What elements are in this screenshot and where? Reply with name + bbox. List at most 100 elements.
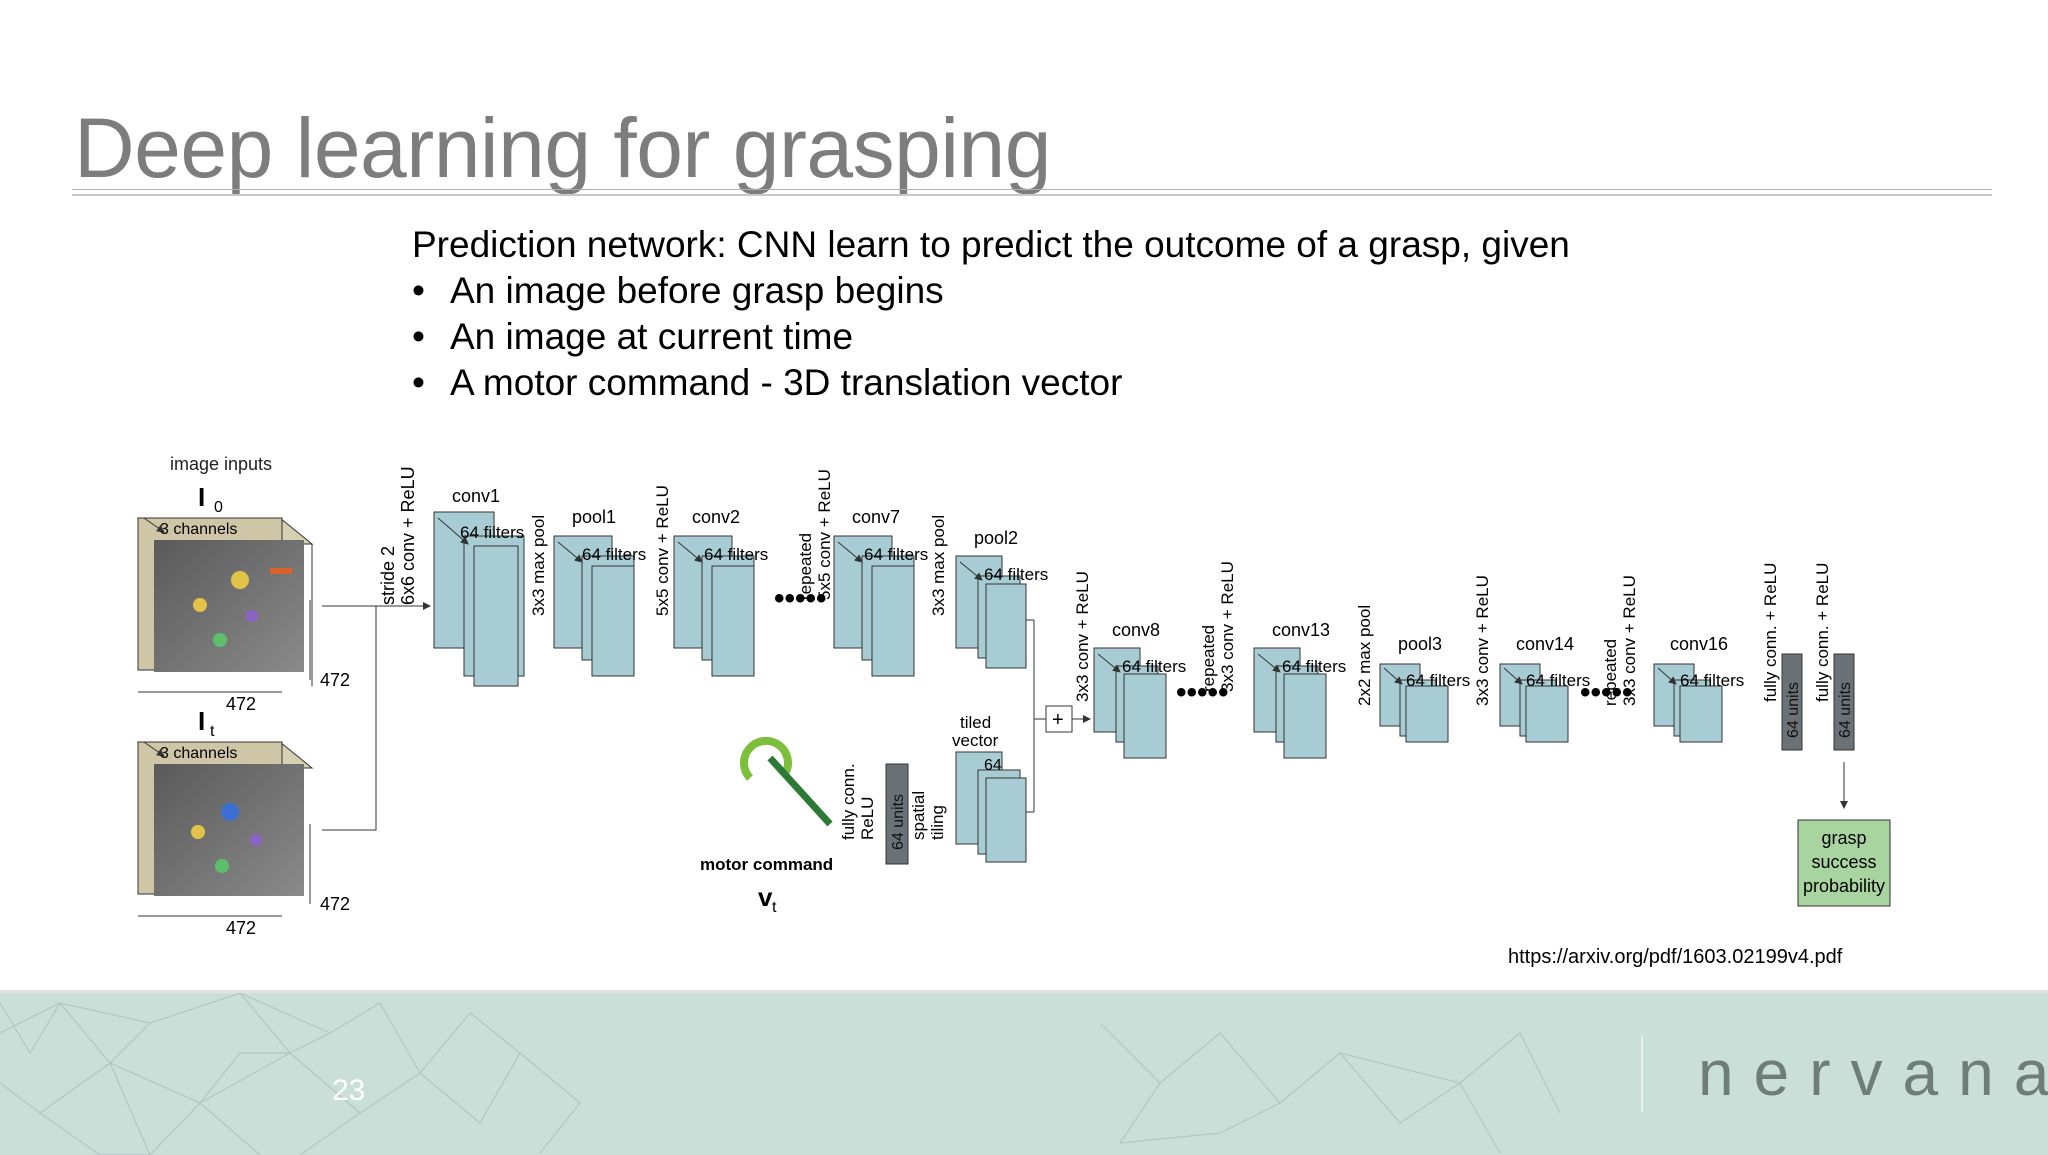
channels-label: 3 channels <box>160 745 237 762</box>
bullet-item: • A motor command - 3D translation vector <box>412 360 1570 406</box>
page-number: 23 <box>332 1074 366 1107</box>
op-label: 6x6 conv + ReLU <box>398 466 418 605</box>
motor-command-label: motor command <box>700 855 833 874</box>
filters-label: 64 filters <box>864 545 928 564</box>
bullet-item: • An image before grasp begins <box>412 268 1570 314</box>
it-label: I <box>198 706 205 736</box>
tiled-label: tiled <box>960 713 991 732</box>
ellipsis-icon: ••••• <box>1580 676 1633 709</box>
object-icon <box>213 633 227 647</box>
layer-conv16: conv16 64 filters <box>1653 634 1744 743</box>
layer-name: conv7 <box>852 507 900 527</box>
filters-label: 64 filters <box>1526 671 1590 690</box>
op-label: fully conn. + ReLU <box>1813 563 1832 702</box>
image-input-i0: image inputs I 0 3 channels 472 472 <box>136 454 350 714</box>
layer-name: conv2 <box>692 507 740 527</box>
object-icon <box>215 859 229 873</box>
layer-name: conv1 <box>452 486 500 506</box>
filters-label: 64 filters <box>1680 671 1744 690</box>
op-label: 3x3 conv + ReLU <box>1073 571 1092 702</box>
ellipsis-icon: ••••• <box>1176 676 1229 709</box>
rotation-arrow-icon <box>740 736 792 781</box>
image-inputs-label: image inputs <box>170 454 272 474</box>
slide-body: Prediction network: CNN learn to predict… <box>412 222 1570 406</box>
layer-conv13: conv13 64 filters <box>1253 620 1346 759</box>
object-icon <box>246 610 258 622</box>
op-label: repeated <box>1199 625 1218 692</box>
bullet-icon: • <box>412 362 425 403</box>
vt-subscript: t <box>772 899 777 916</box>
fc-units-box <box>1781 653 1803 751</box>
op-label: 3x3 conv + ReLU <box>1620 575 1639 706</box>
merge-sum-box <box>1045 705 1073 733</box>
op-label: spatial <box>909 791 928 840</box>
image-input-it: I t 3 channels 472 472 <box>136 706 350 938</box>
filters-label: 64 filters <box>1282 657 1346 676</box>
it-subscript: t <box>210 723 215 740</box>
layer-pool1: pool1 64 filters <box>553 507 646 677</box>
layer-name: pool1 <box>572 507 616 527</box>
bullet-icon: • <box>412 270 425 311</box>
plus-icon: + <box>1052 709 1064 731</box>
op-label: 5x5 conv + ReLU <box>815 469 834 600</box>
op-label: 3x3 conv + ReLU <box>1473 575 1492 706</box>
layer-name: conv13 <box>1272 620 1330 640</box>
object-icon <box>231 571 249 589</box>
op-label: fully conn. <box>839 763 858 840</box>
brand-separator <box>1641 1035 1643 1113</box>
object-icon <box>221 803 239 821</box>
ellipsis-icon: ••••• <box>774 582 827 615</box>
op-label: ReLU <box>858 797 877 840</box>
fc-units-box <box>885 763 909 865</box>
bullet-text: A motor command - 3D translation vector <box>450 362 1123 403</box>
grasp-label: probability <box>1803 876 1885 896</box>
op-label: 5x5 conv + ReLU <box>653 485 672 616</box>
title-divider <box>72 189 1992 196</box>
bullet-item: •An image at current time <box>412 314 1570 360</box>
filters-label: 64 filters <box>704 545 768 564</box>
filters-label: 64 filters <box>1122 657 1186 676</box>
filters-label: 64 filters <box>984 565 1048 584</box>
source-url[interactable]: https://arxiv.org/pdf/1603.02199v4.pdf <box>1508 946 1843 968</box>
layer-conv7: conv7 64 filters <box>833 507 928 677</box>
filters-label: 64 filters <box>460 523 524 542</box>
layer-name: conv16 <box>1670 634 1728 654</box>
layer-name: pool3 <box>1398 634 1442 654</box>
filters-label: 64 filters <box>582 545 646 564</box>
dim-label: 472 <box>320 894 350 914</box>
grasp-label: grasp <box>1821 828 1866 848</box>
slide-title: Deep learning for grasping <box>74 101 1051 195</box>
vector-size-label: 64 <box>984 757 1002 774</box>
layer-conv2: conv2 64 filters <box>673 507 768 677</box>
layer-pool2: pool2 64 filters <box>955 528 1048 669</box>
layer-conv14: conv14 64 filters <box>1499 634 1590 743</box>
op-label: 3x3 max pool <box>529 515 548 616</box>
grasp-label: success <box>1811 852 1876 872</box>
layer-conv8: conv8 64 filters <box>1093 620 1186 759</box>
op-label: 3x3 max pool <box>929 515 948 616</box>
footer-band <box>0 990 2048 1155</box>
intro-line: Prediction network: CNN learn to predict… <box>412 224 1570 265</box>
object-icon <box>191 825 205 839</box>
units-label: 64 units <box>890 794 907 850</box>
object-icon <box>250 834 262 846</box>
units-label: 64 units <box>1785 682 1802 738</box>
layer-name: pool2 <box>974 528 1018 548</box>
op-label: fully conn. + ReLU <box>1761 563 1780 702</box>
network-diagram: image inputs I 0 3 channels 472 472 I t … <box>136 454 1891 938</box>
bullet-text: An image before grasp begins <box>450 270 944 311</box>
layer-name: conv8 <box>1112 620 1160 640</box>
tiled-vector-box <box>985 777 1027 863</box>
stride-label: stride 2 <box>378 546 398 605</box>
mesh-pattern-icon <box>0 993 1561 1155</box>
motor-vector-icon <box>767 755 833 827</box>
dim-label: 472 <box>320 670 350 690</box>
vt-label: v <box>758 882 773 912</box>
dim-label: 472 <box>226 694 256 714</box>
layer-pool3: pool3 64 filters <box>1379 634 1470 743</box>
object-icon <box>270 568 292 574</box>
fc-units-box <box>1833 653 1855 751</box>
channels-label: 3 channels <box>160 521 237 538</box>
object-icon <box>193 598 207 612</box>
layer-conv1: conv1 64 filters <box>433 486 525 687</box>
